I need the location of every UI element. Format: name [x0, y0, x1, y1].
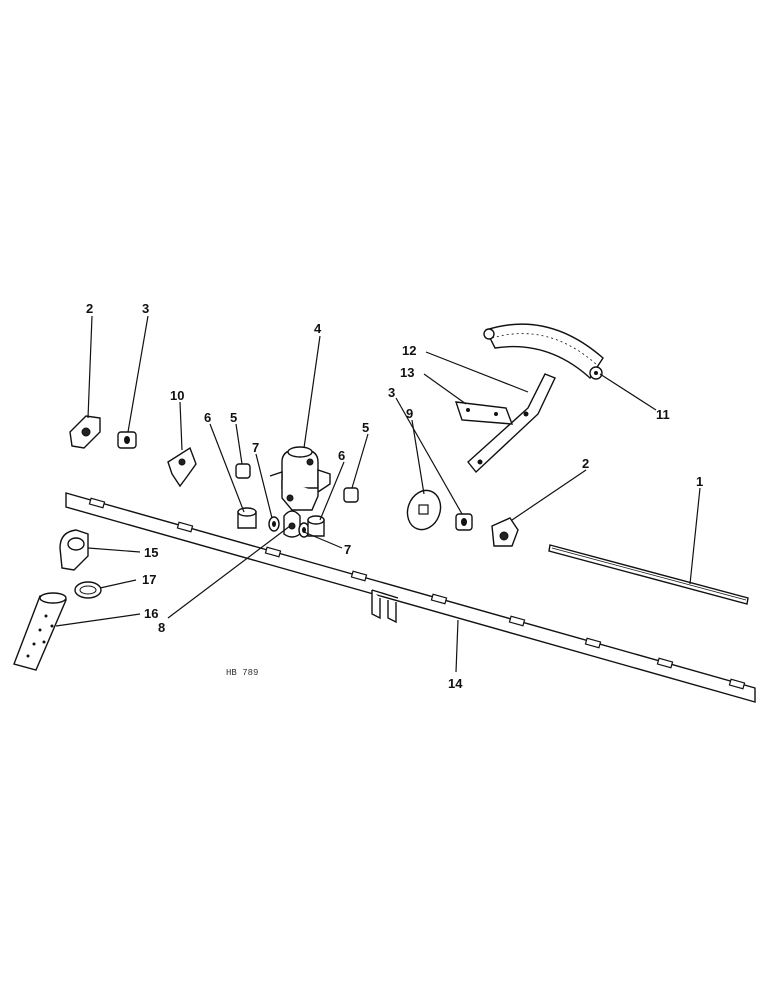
- callout-9: 9: [406, 406, 413, 421]
- part-11-graduated-quadrant: [483, 323, 604, 380]
- callout-7-upper: 7: [252, 440, 259, 455]
- part-14-slotted-bar: [65, 492, 756, 703]
- part-2-bracket-right: [491, 517, 519, 547]
- part-8-flange: [283, 510, 301, 538]
- callout-14: 14: [448, 676, 463, 691]
- callout-13: 13: [400, 365, 414, 380]
- callout-15: 15: [144, 545, 158, 560]
- part-5-sleeves: [235, 463, 359, 503]
- callout-5-right: 5: [362, 420, 369, 435]
- part-16-tube: [13, 592, 67, 671]
- callout-3-left: 3: [142, 301, 149, 316]
- part-1-rod: [548, 544, 749, 605]
- part-10-bracket: [167, 446, 197, 488]
- part-6-bushings: [237, 507, 325, 537]
- callouts: 2 3 4 12 13 3 11 10 6 5 7 5 6 9 2 1 7 15…: [86, 301, 703, 691]
- callout-1: 1: [696, 474, 703, 489]
- part-17-clamp: [74, 581, 102, 599]
- callout-2-left: 2: [86, 301, 93, 316]
- callout-6-right: 6: [338, 448, 345, 463]
- part-3-sleeve-left: [117, 431, 137, 449]
- part-9-disc: [406, 489, 442, 531]
- part-2-bracket-left: [69, 415, 101, 449]
- part-4-housing: [269, 446, 331, 511]
- callout-16: 16: [144, 606, 158, 621]
- callout-8: 8: [158, 620, 165, 635]
- part-3-sleeve-right: [455, 513, 473, 531]
- callout-10: 10: [170, 388, 184, 403]
- callout-17: 17: [142, 572, 156, 587]
- callout-6-left: 6: [204, 410, 211, 425]
- callout-5-left: 5: [230, 410, 237, 425]
- callout-12: 12: [402, 343, 416, 358]
- leader-lines: [55, 315, 701, 673]
- part-13-plate: [454, 401, 514, 425]
- callout-7-lower: 7: [344, 542, 351, 557]
- callout-11: 11: [656, 407, 670, 422]
- callout-3-right: 3: [388, 385, 395, 400]
- part-15-elbow: [59, 529, 89, 571]
- callout-2-right: 2: [582, 456, 589, 471]
- figure-reference: HB 789: [226, 668, 258, 678]
- callout-4: 4: [314, 321, 322, 336]
